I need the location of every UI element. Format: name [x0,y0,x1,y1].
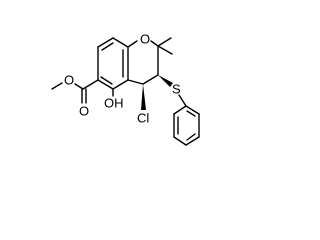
bond-c8a-o1 [127,40,138,48]
bond-c2-methyl-b [157,45,173,55]
wedge-c4-cl [141,84,146,110]
molecule-structure: O O O OH Cl S [51,32,200,146]
bond-c7-c8-inner [101,42,114,51]
bond-c6-carbonyl [82,79,99,90]
bond-ph-4-inner [186,133,196,141]
wedge-c3-s [158,75,173,87]
bond-c4-c4a [127,79,144,85]
benzene-ring [97,37,129,90]
bond-c7-c8 [97,37,114,48]
ring-oxygen-label: O [140,32,150,47]
bond-carbonyl-o-methoxy [74,83,84,90]
bond-c5-c6-inner [100,76,113,85]
chlorine-label: Cl [137,111,149,126]
bond-c2-methyl-a [157,37,172,47]
hydroxyl-label: OH [104,96,124,111]
bond-c5-c6 [97,79,114,90]
bond-s-phenyl [178,94,187,107]
methyl-ester [51,79,99,104]
bond-c3-c4 [142,74,159,85]
bond-o1-c2 [150,40,159,47]
pyran-ring [127,40,159,85]
bond-c4a-c5 [112,79,129,90]
ester-carbonyl-oxygen-label: O [79,104,89,119]
bond-ph-3 [173,136,187,146]
sulfur-label: S [172,82,181,97]
bond-o-methyl [51,82,63,90]
bond-ph-6 [185,105,200,115]
phenyl-ring [173,105,200,146]
bond-c8-c8a [112,37,129,48]
ester-methoxy-oxygen-label: O [64,73,74,88]
bond-ph-1 [173,105,187,115]
bond-ph-4 [185,136,200,146]
bond-ph-6-inner [186,110,196,117]
